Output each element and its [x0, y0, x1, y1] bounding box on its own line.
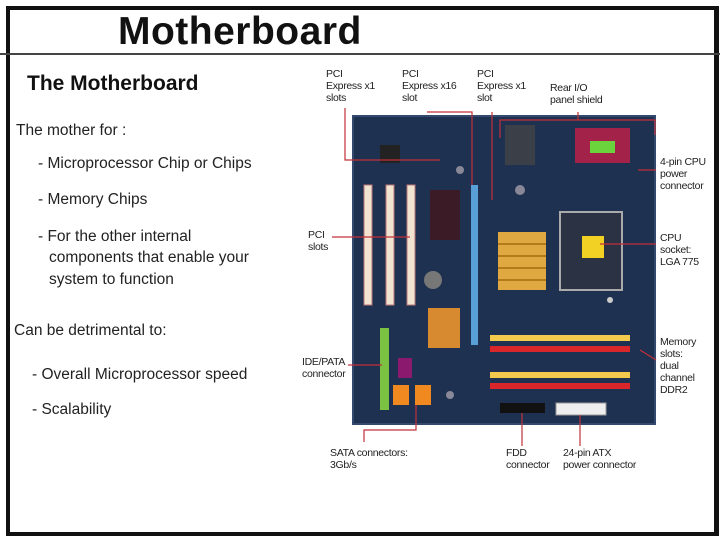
bullet-other: - For the other internal	[38, 228, 192, 245]
motherboard-image	[352, 115, 656, 425]
bullet-scalability: - Scalability	[32, 401, 112, 418]
slide-subtitle: The Motherboard	[27, 72, 199, 95]
bullet-other-line2: components that enable your	[49, 249, 249, 266]
bullet-microprocessor: - Microprocessor Chip or Chips	[38, 155, 252, 172]
bullet-speed: - Overall Microprocessor speed	[32, 366, 248, 383]
detrimental-heading: Can be detrimental to:	[14, 322, 167, 339]
label-sata: SATA connectors:3Gb/s	[330, 447, 408, 471]
bullet-other-line3: system to function	[49, 271, 174, 288]
leader-lines	[332, 108, 657, 446]
bullet-memory: - Memory Chips	[38, 191, 148, 208]
title-divider	[0, 53, 720, 55]
slide-frame	[6, 6, 719, 536]
intro-text: The mother for :	[16, 122, 127, 139]
slide-title: Motherboard	[118, 10, 362, 53]
